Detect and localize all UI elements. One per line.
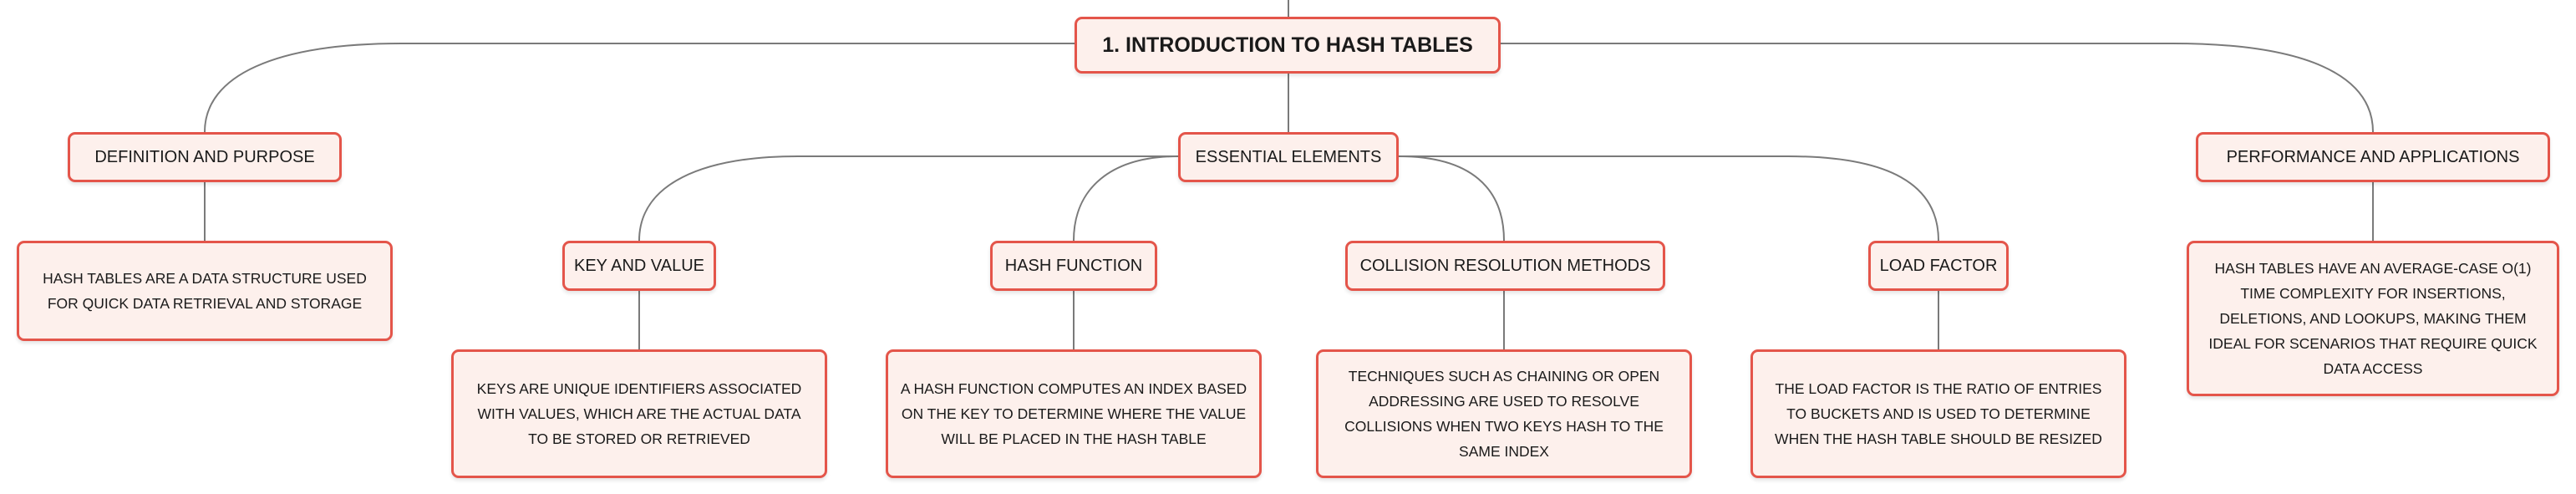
connector-root-definition	[204, 43, 1075, 133]
connector-essential-keyvalue	[638, 155, 1178, 242]
connector-essential-hashfunction	[1073, 155, 1179, 242]
detail-performance[interactable]: HASH TABLES HAVE AN AVERAGE-CASE O(1) TI…	[2187, 241, 2559, 396]
detail-collision-resolution[interactable]: TECHNIQUES SUCH AS CHAINING OR OPEN ADDR…	[1316, 349, 1692, 478]
detail-definition[interactable]: HASH TABLES ARE A DATA STRUCTURE USED FO…	[17, 241, 393, 341]
connector-essential-collision	[1398, 155, 1505, 242]
connector-root-performance	[1501, 43, 2374, 133]
topic-essential-elements[interactable]: ESSENTIAL ELEMENTS	[1178, 132, 1399, 182]
topic-performance-and-applications[interactable]: PERFORMANCE AND APPLICATIONS	[2196, 132, 2550, 182]
root-topic[interactable]: 1. INTRODUCTION TO HASH TABLES	[1075, 17, 1501, 74]
subtopic-hash-function[interactable]: HASH FUNCTION	[990, 241, 1157, 291]
detail-key-and-value[interactable]: KEYS ARE UNIQUE IDENTIFIERS ASSOCIATED W…	[451, 349, 827, 478]
topic-definition-and-purpose[interactable]: DEFINITION AND PURPOSE	[68, 132, 342, 182]
detail-load-factor[interactable]: THE LOAD FACTOR IS THE RATIO OF ENTRIES …	[1750, 349, 2126, 478]
subtopic-key-and-value[interactable]: KEY AND VALUE	[562, 241, 716, 291]
connector-essential-loadfactor	[1399, 155, 1939, 242]
subtopic-load-factor[interactable]: LOAD FACTOR	[1868, 241, 2009, 291]
subtopic-collision-resolution-methods[interactable]: COLLISION RESOLUTION METHODS	[1345, 241, 1665, 291]
detail-hash-function[interactable]: A HASH FUNCTION COMPUTES AN INDEX BASED …	[886, 349, 1262, 478]
